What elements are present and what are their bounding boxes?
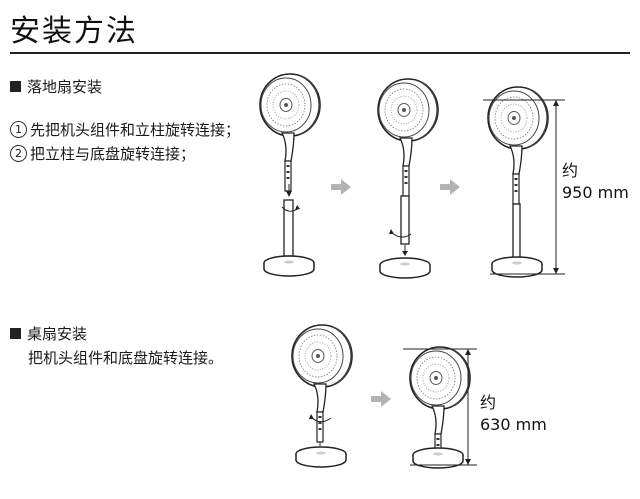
step-number-1: 1 [10,121,27,138]
desk-fan-assembled [403,346,477,469]
floor-fan-step1 [259,73,321,277]
floor-height-label: 约 950 mm [562,160,629,204]
floor-height-prefix: 约 [562,161,579,180]
floor-fan-step2 [377,78,439,279]
fan-neck-icon [281,132,295,192]
fan-head-icon [377,78,439,142]
floor-height-value: 950 mm [562,183,629,202]
down-arrow-icon [402,251,408,256]
square-bullet-icon [10,328,21,339]
desk-fan-step1 [291,324,353,468]
base-icon [295,446,347,468]
dimension-line-icon [403,348,477,466]
floor-section-heading: 落地扇安装 [10,76,102,97]
title-divider [10,52,630,54]
desk-section-heading: 桌扇安装 [10,323,87,344]
pole-icon [400,195,410,245]
floor-fan-assembled [483,86,565,278]
fan-head-icon [409,346,471,410]
step-arrow-icon [331,179,351,195]
desk-height-label: 约 630 mm [480,392,547,436]
fan-head-icon [487,86,549,150]
floor-heading-text: 落地扇安装 [27,78,103,96]
desk-step: 把机头组件和底盘旋转连接。 [28,349,224,367]
base-icon [263,255,315,277]
floor-step-1: 1 先把机头组件和立柱旋转连接； [10,119,240,140]
floor-step-1-text: 先把机头组件和立柱旋转连接； [30,121,241,139]
dimension-line-icon [483,99,565,275]
base-icon [379,257,431,279]
square-bullet-icon [10,81,21,92]
fan-neck-icon [399,137,413,197]
fan-head-icon [259,73,321,137]
desk-height-prefix: 约 [480,393,497,412]
desk-heading-text: 桌扇安装 [27,325,88,343]
step-arrow-icon [371,391,391,407]
desk-height-value: 630 mm [480,415,547,434]
floor-step-2-text: 把立柱与底盘旋转连接； [30,145,196,163]
down-arrow-icon [286,191,292,197]
floor-step-2: 2 把立柱与底盘旋转连接； [10,143,195,164]
page-title: 安装方法 [10,14,138,49]
step-arrow-icon [440,179,460,195]
step-number-2: 2 [10,145,27,162]
fan-head-icon [291,324,353,388]
pole-icon [283,199,294,257]
fan-neck-icon [313,383,327,443]
pole-icon [512,203,521,261]
fan-neck-icon [509,145,523,205]
